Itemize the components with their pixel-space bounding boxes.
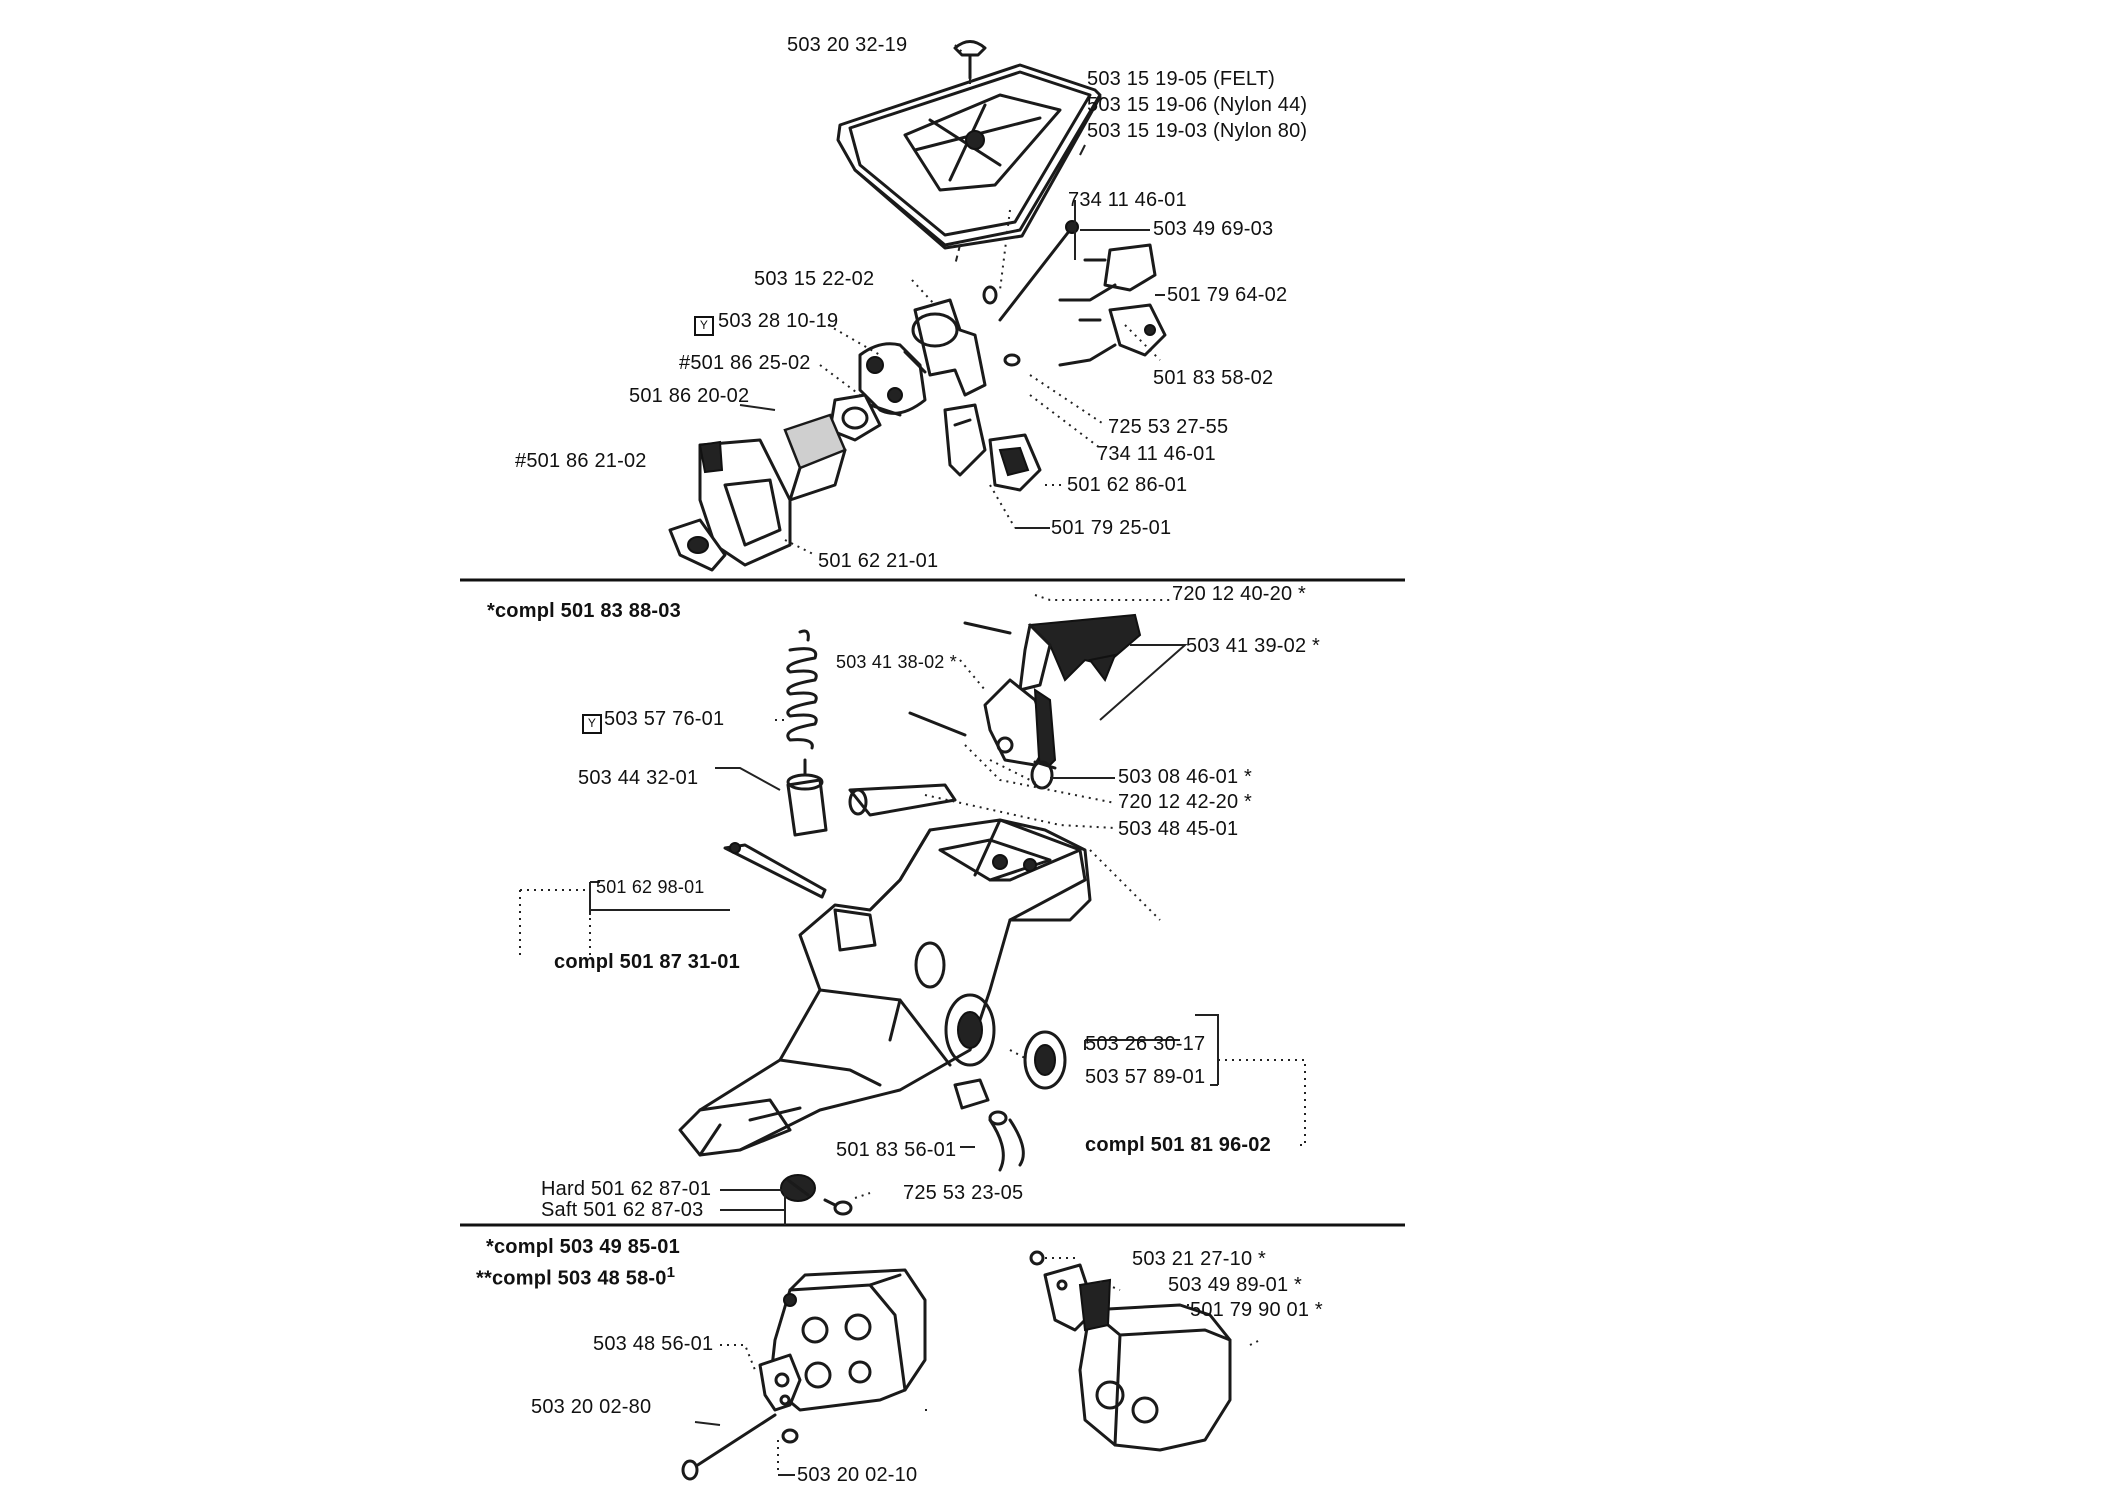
part-label: 503 57 89-01: [1085, 1066, 1206, 1088]
assembly-label: compl 501 87 31-01: [554, 951, 740, 973]
part-label: 720 12 40-20 *: [1172, 583, 1307, 605]
part-label: 503 44 32-01: [578, 767, 699, 789]
throttle-lever-drawing: [1058, 303, 1167, 367]
chain-oil-seal-drawing: [1009, 1030, 1067, 1090]
small-screw-drawing: [823, 1198, 853, 1216]
filter-holder-drawing: [988, 433, 1042, 492]
tool-mark-icon: Y: [582, 714, 602, 734]
part-label: 501 79 25-01: [1051, 517, 1172, 539]
part-label: Saft 501 62 87-03: [541, 1199, 704, 1221]
carburetor-drawing: [858, 298, 987, 417]
part-label: 501 83 56-01: [836, 1139, 957, 1161]
part-label: 503 08 46-01 *: [1118, 766, 1253, 788]
assembly-label: compl 501 81 96-02: [1085, 1134, 1271, 1156]
muffler-left-drawing: [768, 1268, 927, 1412]
throttle-trigger-drawing: [1018, 613, 1142, 692]
part-label: 501 86 20-02: [629, 385, 750, 407]
part-label: 501 62 21-01: [818, 550, 939, 572]
spark-screw-drawing: [1029, 1250, 1045, 1266]
bushing-drawing: [953, 1078, 990, 1110]
throttle-rod-drawing: [998, 220, 1079, 322]
part-label: 503 20 02-80: [531, 1396, 652, 1418]
screw-drawing: [953, 40, 987, 80]
choke-lever-drawing: [1058, 243, 1157, 302]
part-label: 503 15 22-02: [754, 268, 875, 290]
part-label: 725 53 27-55: [1108, 416, 1229, 438]
part-label: 503 49 89-01 *: [1168, 1274, 1303, 1296]
assembly-label: *compl 501 83 88-03: [487, 600, 681, 622]
air-filter-cover-drawing: [836, 63, 1102, 250]
fuel-hose-drawing: [848, 783, 957, 817]
part-label: 501 79 64-02: [1167, 284, 1288, 306]
pin-drawing: [908, 621, 1012, 737]
buffer-drawing: [780, 1174, 816, 1202]
oil-pump-shaft-drawing: [723, 842, 827, 899]
assembly-label: *compl 503 49 85-01: [486, 1236, 680, 1258]
muffler-bolt-drawing: [681, 1413, 799, 1481]
part-label: 503 21 27-10 *: [1132, 1248, 1267, 1270]
assembly-label-superscript: 1: [666, 1264, 676, 1281]
part-label: 503 20 32-19: [787, 34, 908, 56]
part-label: 720 12 42-20 *: [1118, 791, 1253, 813]
part-label: 734 11 46-01: [1068, 189, 1187, 211]
assembly-label: **compl 503 48 58-01: [476, 1262, 675, 1290]
part-label: 503 15 19-06 (Nylon 44): [1087, 94, 1308, 116]
part-label: 503 20 02-10: [797, 1464, 918, 1486]
part-label: 503 41 39-02 *: [1186, 635, 1321, 657]
oil-tube-drawing: [988, 1110, 1025, 1172]
intake-adapter-drawing: [783, 413, 847, 502]
part-label: 503 48 45-01: [1118, 818, 1239, 840]
part-label-text: 503 57 76-01: [604, 708, 725, 730]
spark-arrestor-drawing: [1043, 1263, 1112, 1332]
check-valve-drawing: [1030, 760, 1057, 790]
part-label-text: 503 28 10-19: [718, 310, 839, 332]
part-label: 503 48 56-01: [593, 1333, 714, 1355]
muffler-plate-drawing: [758, 1353, 802, 1412]
part-label: 503 26 30-17: [1085, 1033, 1206, 1055]
part-label: 503 15 19-05 (FELT): [1087, 68, 1275, 90]
part-label: 501 79 90 01 *: [1190, 1299, 1323, 1321]
part-label: 734 11 46-01: [1097, 443, 1216, 465]
part-label: 503 41 38-02 *: [836, 652, 957, 672]
part-label: 503 15 19-03 (Nylon 80): [1087, 120, 1308, 142]
trigger-lockout-drawing: [983, 678, 1057, 778]
muffler-right-drawing: [1078, 1303, 1232, 1452]
part-label: 501 83 58-02: [1153, 367, 1274, 389]
spring-drawing: [786, 629, 818, 750]
flange-gasket-drawing: [668, 518, 727, 572]
tool-mark-icon: Y: [694, 316, 714, 336]
assembly-label-text: **compl 503 48 58-0: [476, 1267, 667, 1290]
insulator-plate-drawing: [698, 438, 792, 567]
part-label: Hard 501 62 87-01: [541, 1178, 712, 1200]
gasket-drawing: [828, 393, 882, 442]
crankcase-drawing: [678, 818, 1092, 1157]
part-label: #501 86 21-02: [515, 450, 647, 472]
fuel-filter-drawing: [786, 758, 828, 837]
part-label: 501 62 98-01: [596, 877, 705, 897]
part-label: #501 86 25-02: [679, 352, 811, 374]
washer-drawing: [982, 285, 1021, 367]
bracket-drawing: [943, 403, 987, 477]
part-label: 725 53 23-05: [903, 1182, 1024, 1204]
part-label: 501 62 86-01: [1067, 474, 1188, 496]
part-label: 503 49 69-03: [1153, 218, 1274, 240]
